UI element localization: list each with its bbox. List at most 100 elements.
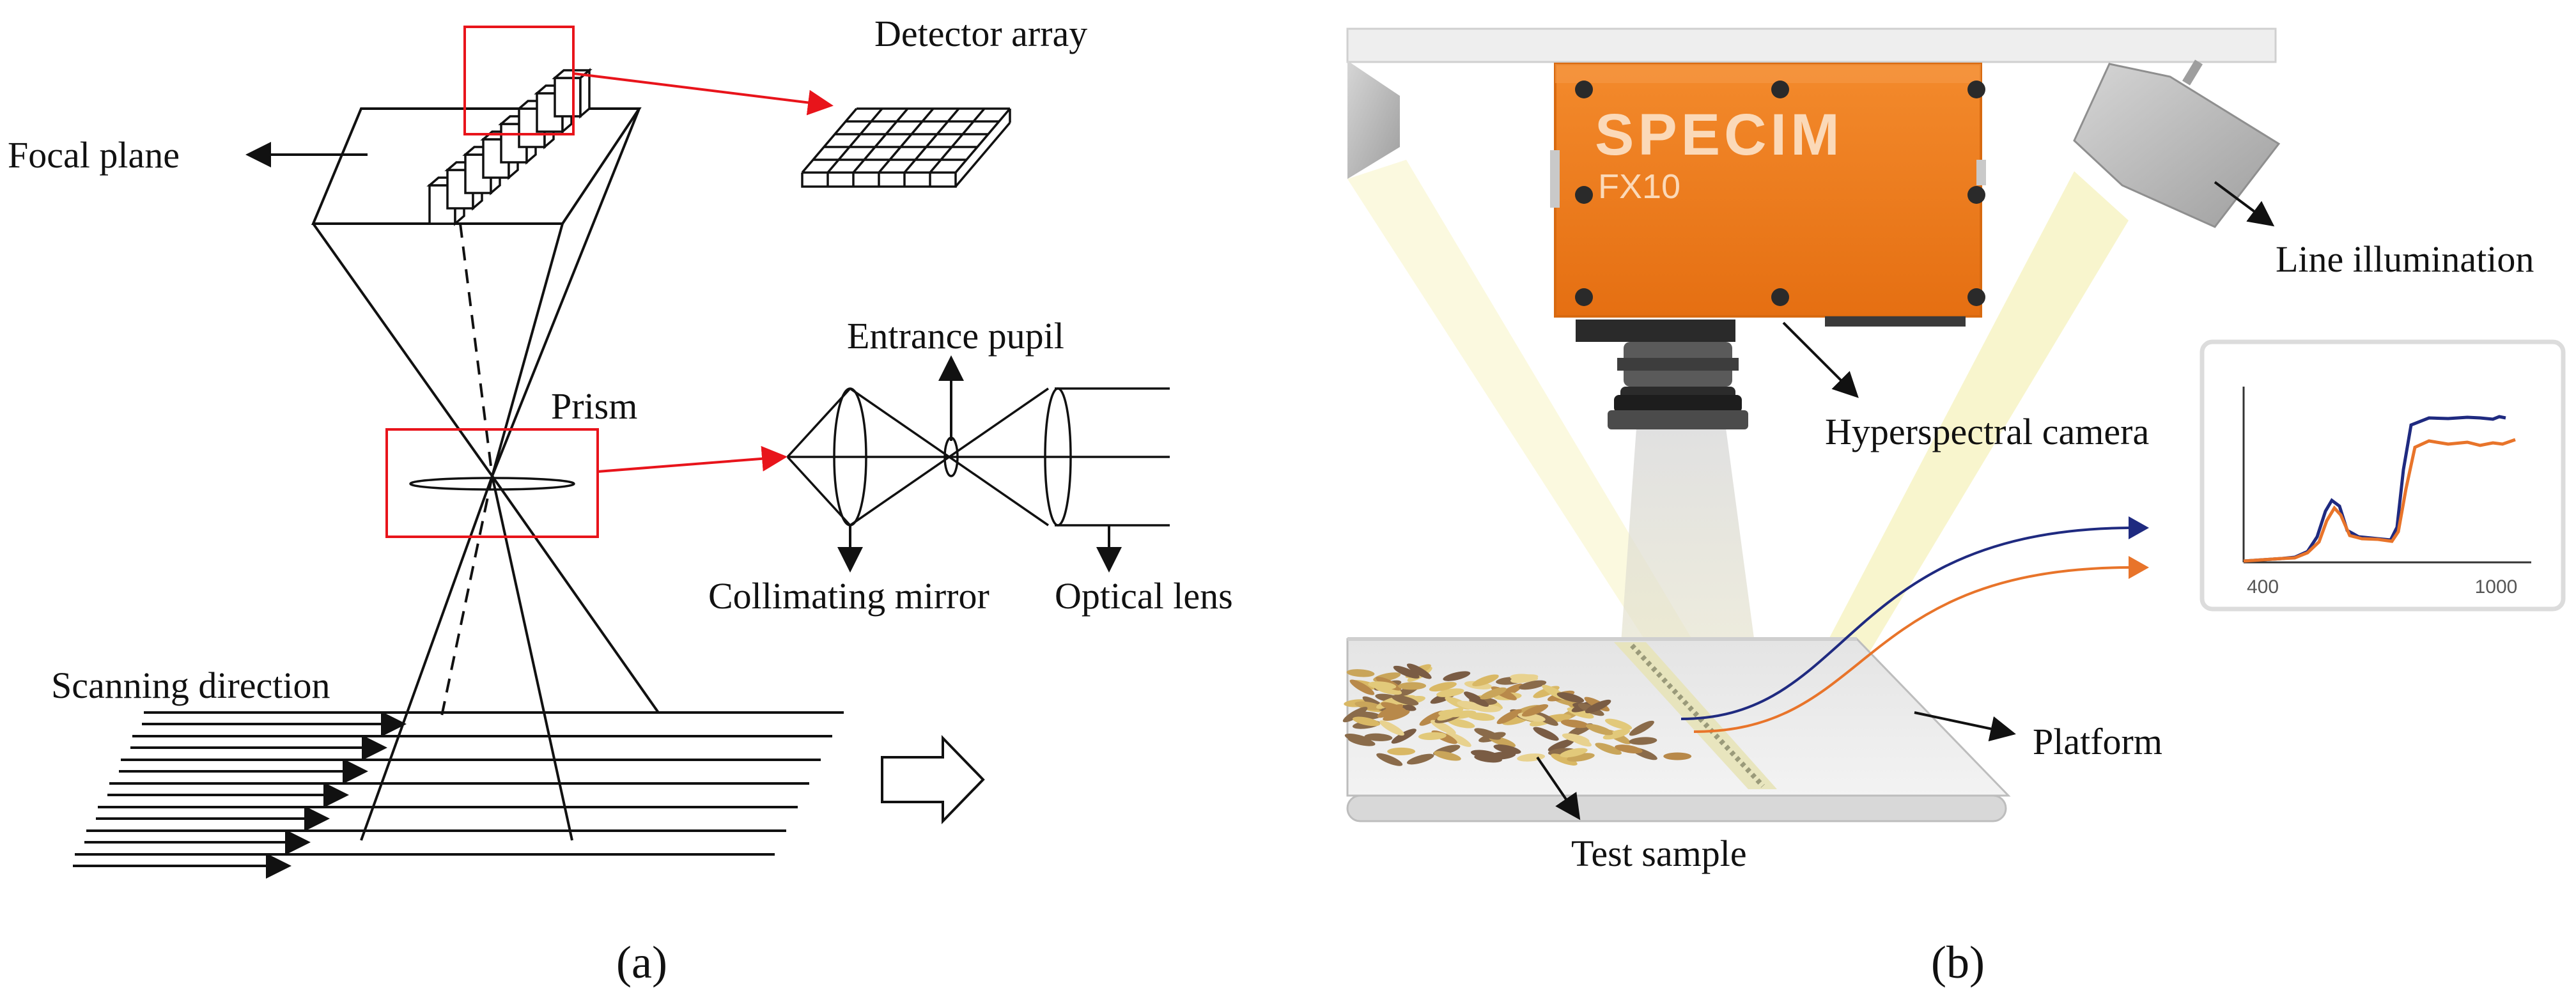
rice-grain (1393, 665, 1420, 679)
rice-grain (1447, 718, 1475, 728)
mounting-rail (1346, 27, 2277, 63)
rice-grain (1562, 733, 1590, 744)
camera-screw (1967, 288, 1985, 306)
rice-grain (1446, 732, 1471, 747)
camera-screw (1575, 81, 1593, 98)
platform-label: Platform (2033, 721, 2162, 762)
hyperspectral-camera: SPECIM FX10 (1550, 63, 1986, 429)
camera-screw (1967, 186, 1985, 204)
rice-grain (1604, 718, 1633, 730)
rice-grain (1379, 720, 1404, 736)
rice-grain (1383, 710, 1410, 721)
sample-leader (1536, 756, 1581, 821)
camera-model: FX10 (1598, 167, 1680, 206)
camera-leader (1782, 321, 1859, 398)
rice-grain (1466, 713, 1495, 721)
collimating-mirror-label: Collimating mirror (708, 575, 989, 617)
rice-grain (1496, 709, 1522, 725)
camera-screw (1575, 288, 1593, 306)
panel-a: Detector array Focal plane Prism Entranc… (8, 13, 1233, 988)
rice-grain (1521, 704, 1549, 717)
rice-grain (1391, 728, 1416, 744)
rice-grain (1615, 744, 1643, 754)
detector-cell (554, 77, 582, 118)
rice-grain (1629, 720, 1654, 736)
scan-lines (73, 711, 844, 879)
rice-grain (1431, 720, 1456, 735)
hyperspectral-camera-label: Hyperspectral camera (1825, 411, 2149, 452)
rice-grain (1457, 700, 1485, 711)
rice-grain (1368, 681, 1397, 690)
camera-screw (1967, 81, 1985, 98)
rice-grain (1519, 680, 1547, 690)
test-sample-label: Test sample (1571, 833, 1747, 874)
rice-grain (1387, 747, 1416, 755)
spectrum-x-min-tick: 400 (2247, 576, 2279, 597)
line-illumination-lamp (2073, 59, 2281, 228)
platform-leader (1914, 711, 2016, 742)
detector-callout-box (463, 26, 575, 135)
rice-grain (1585, 699, 1611, 714)
rice-grain (1391, 695, 1419, 705)
caption-a: (a) (616, 937, 667, 988)
rice-grain (1436, 688, 1464, 697)
rice-grain (1586, 724, 1613, 736)
rice-grain (1551, 753, 1578, 766)
rice-grain (1406, 663, 1432, 679)
rice-grain (1347, 736, 1376, 746)
rice-grain (1474, 754, 1502, 763)
focal-plane-box (311, 107, 660, 841)
camera-screw (1771, 288, 1789, 306)
rice-grain (1556, 692, 1585, 703)
rice-grain (1443, 671, 1471, 681)
panel-b: SPECIM FX10 400 1000 (1342, 27, 2566, 988)
entrance-pupil-label: Entrance pupil (847, 315, 1064, 357)
left-lamp (1347, 61, 1400, 179)
rice-grain (1629, 737, 1657, 745)
prism-label: Prism (551, 385, 637, 427)
spectrum-x-max-tick: 1000 (2475, 576, 2518, 597)
lamp-leader (2214, 181, 2275, 227)
rice-grain (1433, 751, 1461, 761)
rice-grain (1353, 716, 1381, 727)
camera-screw (1575, 186, 1593, 204)
rice-grain (1376, 753, 1403, 766)
camera-brand: SPECIM (1595, 102, 1843, 167)
rice-grain (1493, 744, 1521, 754)
prism-lens (409, 477, 575, 491)
rice-grain (1595, 743, 1622, 755)
detector-array-grid (801, 107, 1011, 188)
rice-grain (1346, 669, 1375, 677)
scanning-direction-label: Scanning direction (51, 665, 330, 706)
line-illumination-label: Line illumination (2276, 238, 2534, 280)
detector-callout-arrow (573, 72, 834, 116)
camera-body (1554, 63, 1982, 318)
rice-grain (1560, 748, 1588, 758)
optical-detail (786, 355, 1170, 573)
rice-grain (1429, 682, 1457, 692)
orange-signal-curve (1693, 566, 2129, 733)
detector-column (426, 68, 593, 226)
spectrum-series-orange (2243, 438, 2516, 563)
rice-grain (1406, 753, 1434, 765)
rice-grain (1464, 691, 1489, 707)
focal-plane-label: Focal plane (8, 134, 180, 176)
rice-grain (1377, 704, 1404, 718)
rice-grain (1560, 719, 1589, 728)
rice-grain (1480, 687, 1507, 700)
optical-lens-label: Optical lens (1055, 575, 1233, 617)
caption-b: (b) (1931, 937, 1985, 988)
prism-callout-box (385, 428, 599, 538)
rice-grain (1602, 728, 1631, 740)
spectrum-inset: 400 1000 (2200, 339, 2566, 612)
rice-grain (1349, 679, 1375, 695)
rice-grain (1474, 728, 1501, 740)
rice-grain (1418, 732, 1447, 740)
rice-grain (1548, 739, 1574, 752)
test-sample-grains (1342, 663, 1692, 766)
rice-grain (1663, 752, 1692, 760)
rice-grain (1364, 733, 1393, 741)
blue-signal-curve (1680, 527, 2129, 720)
rice-grain (1419, 711, 1445, 726)
